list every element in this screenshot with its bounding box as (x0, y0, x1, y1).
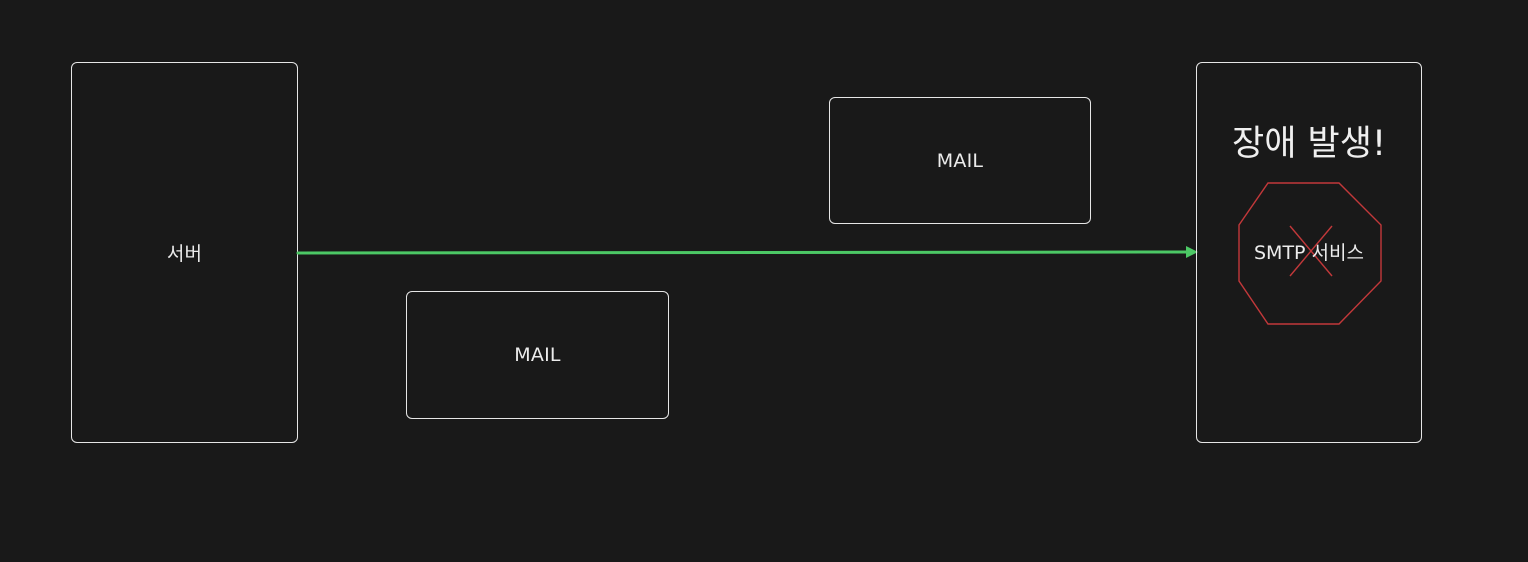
x-cross-icon (1289, 225, 1333, 277)
mail-packet-lower[interactable]: MAIL (406, 291, 669, 419)
arrow-shaft (296, 250, 1192, 255)
server-label: 서버 (166, 243, 203, 265)
mail-packet-upper[interactable]: MAIL (829, 97, 1091, 224)
stop-octagon-icon (1238, 182, 1382, 325)
arrow-right-icon (1186, 246, 1198, 258)
failure-octagon (1238, 182, 1382, 325)
smtp-node[interactable]: 장애 발생! SMTP 서비스 (1196, 62, 1422, 443)
mail-label: MAIL (514, 344, 561, 366)
smtp-service-label: SMTP 서비스 (1254, 242, 1364, 264)
failure-alert-title: 장애 발생! (1232, 124, 1386, 164)
mail-label: MAIL (936, 149, 984, 172)
